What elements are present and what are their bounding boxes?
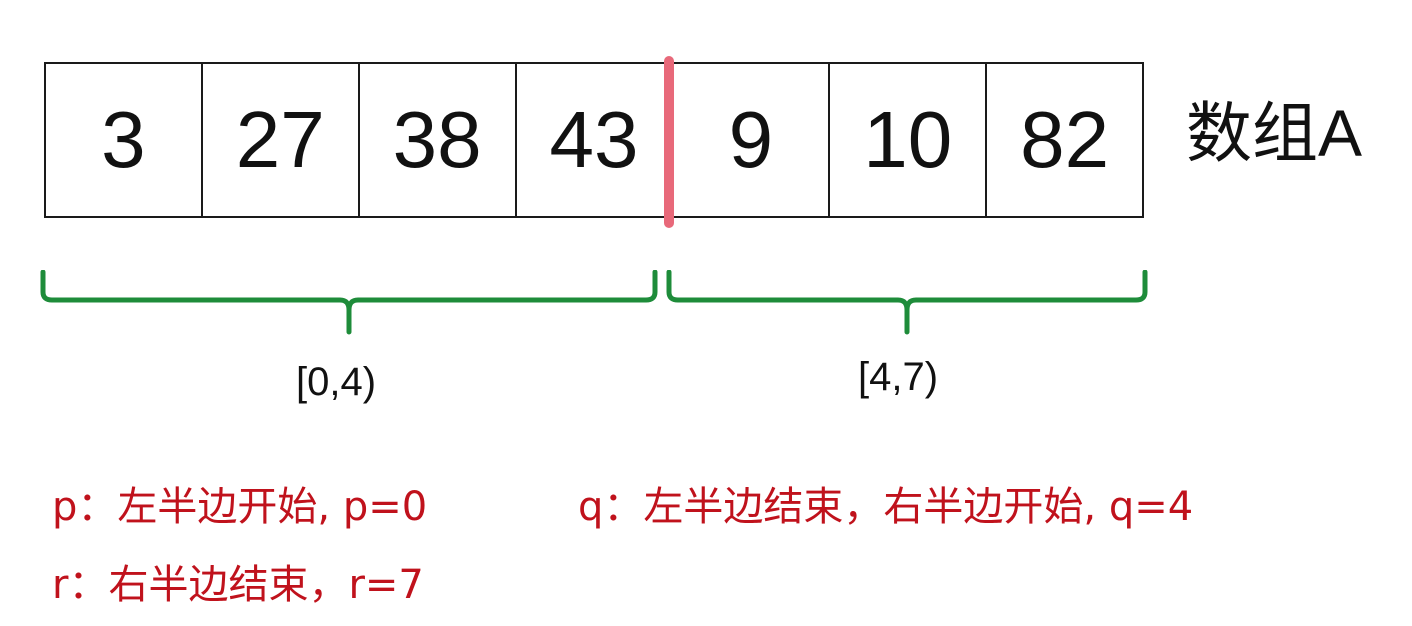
note-r: r：右半边结束，r=7 (52, 562, 424, 608)
array-cell-6: 82 (1020, 95, 1110, 184)
left-range-brace-icon (40, 270, 658, 335)
right-range-label: [4,7) (858, 355, 939, 399)
array-cell-2: 38 (360, 64, 517, 216)
array-cell-4: 9 (673, 64, 831, 216)
right-range-brace-icon (666, 270, 1148, 335)
note-q: q：左半边结束，右半边开始, q=4 (578, 484, 1194, 530)
left-range-label: [0,4) (296, 360, 377, 404)
array-cell-0: 3 (46, 64, 203, 216)
split-divider (664, 56, 674, 228)
array-cell-3: 43 (517, 64, 674, 216)
array-cell-1: 27 (203, 64, 360, 216)
array-label: 数组A (1186, 96, 1363, 170)
array-a: 3 27 38 43 9 10 82 (44, 62, 1144, 218)
array-cell-5: 10 (830, 64, 988, 216)
note-p: p：左半边开始, p=0 (52, 484, 428, 530)
